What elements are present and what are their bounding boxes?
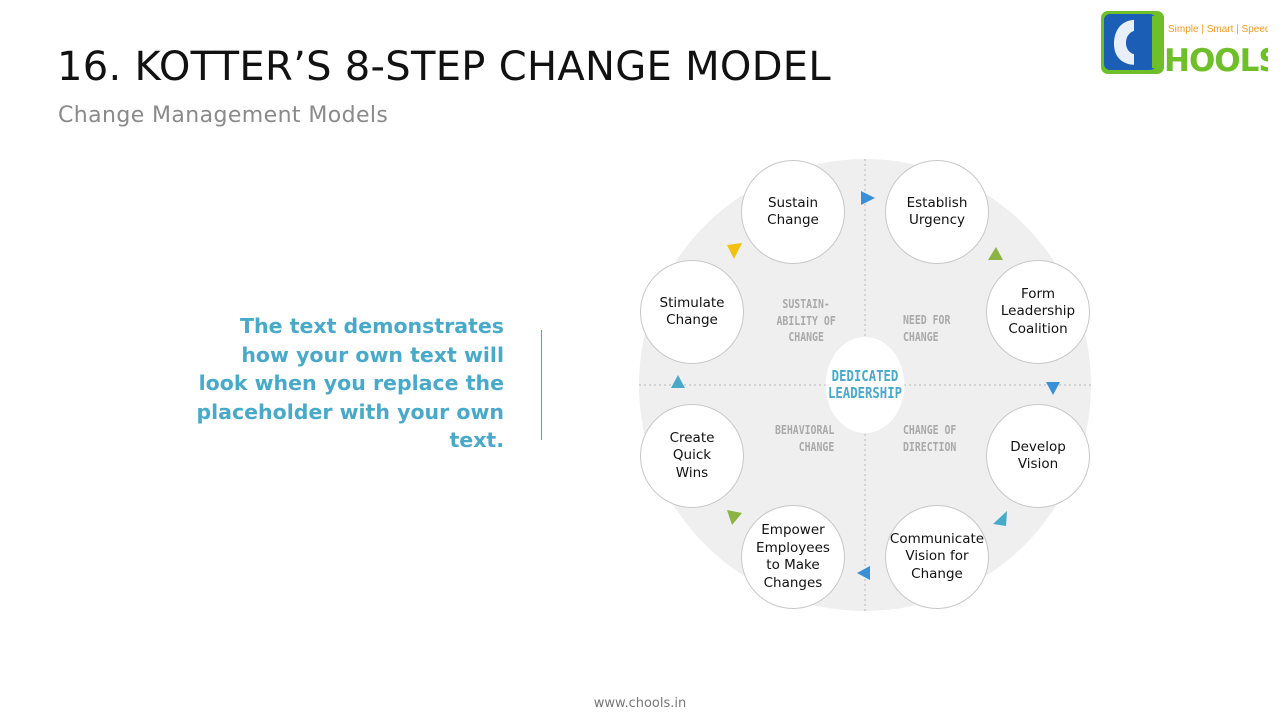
step-stimulate-change: Stimulate Change <box>640 260 744 364</box>
step-establish-urgency: Establish Urgency <box>885 160 989 264</box>
center-dedicated-leadership: DEDICATED LEADERSHIP <box>825 337 905 433</box>
page-subtitle: Change Management Models <box>58 103 389 128</box>
arrow-icon <box>993 511 1007 526</box>
phase-behavioral-change: BEHAVIORAL CHANGE <box>775 423 835 454</box>
arrow-icon <box>988 247 1003 260</box>
step-develop-vision: Develop Vision <box>986 404 1090 508</box>
divider-line <box>541 330 542 440</box>
kotter-diagram: SUSTAIN- ABILITY OF CHANGE NEED FOR CHAN… <box>630 150 1100 620</box>
arrow-icon <box>727 243 742 259</box>
arrow-icon <box>1046 382 1060 395</box>
footer-url: www.chools.in <box>593 696 687 711</box>
arrow-icon <box>671 375 685 388</box>
phase-sustainability: SUSTAIN- ABILITY OF CHANGE <box>776 297 836 344</box>
step-empower-employees: Empower Employees to Make Changes <box>741 505 845 609</box>
step-communicate-vision: Communicate Vision for Change <box>885 505 989 609</box>
arrow-icon <box>861 191 875 205</box>
placeholder-text: The text demonstrates how your own text … <box>196 314 504 452</box>
arrow-icon <box>727 510 742 525</box>
logo-tagline: Simple | Smart | Speed <box>1168 24 1268 35</box>
step-create-quick-wins: Create Quick Wins <box>640 404 744 508</box>
arrow-icon <box>857 566 870 580</box>
phase-change-of-direction: CHANGE OF DIRECTION <box>903 423 957 454</box>
step-sustain-change: Sustain Change <box>741 160 845 264</box>
page-title: 16. KOTTER’S 8-STEP CHANGE MODEL <box>57 44 831 90</box>
logo-wordmark: HOOLS <box>1164 43 1268 78</box>
phase-need-for-change: NEED FOR CHANGE <box>903 313 951 344</box>
chools-logo: Simple | Smart | Speed HOOLS <box>1100 10 1280 79</box>
step-form-leadership-coalition: Form Leadership Coalition <box>986 260 1090 364</box>
